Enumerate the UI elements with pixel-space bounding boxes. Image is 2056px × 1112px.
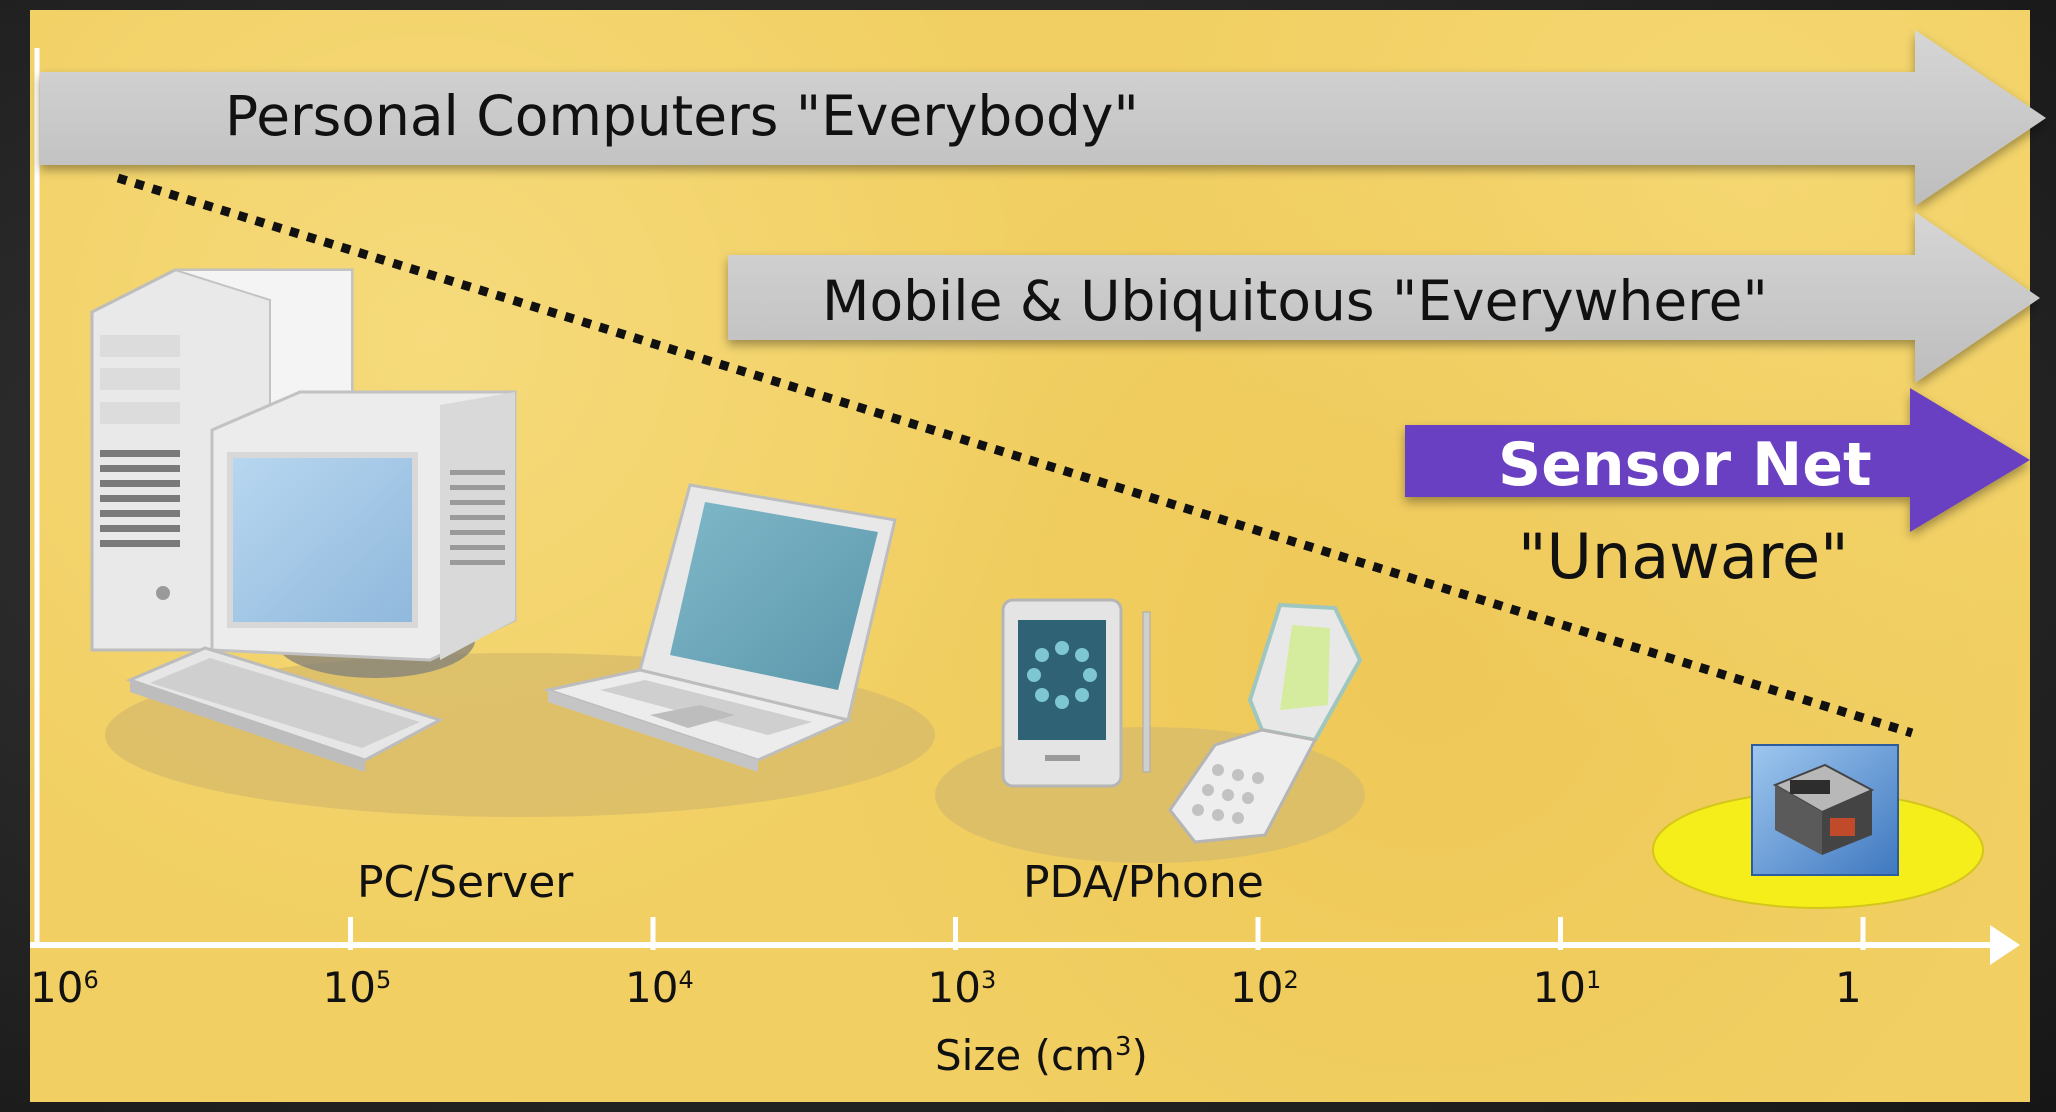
axis-arrowhead <box>1990 925 2020 965</box>
trend-dotted-line <box>116 173 1914 738</box>
axis-tick-label: 106 <box>30 963 99 1012</box>
desktop-computer-icon <box>90 268 517 772</box>
pda-phone-label: PDA/Phone <box>1023 857 1264 908</box>
pc-server-label: PC/Server <box>357 857 574 908</box>
laptop-icon <box>542 483 897 772</box>
sensor-net-label: Sensor Net <box>1498 430 1872 500</box>
unaware-label: "Unaware" <box>1518 520 1849 593</box>
diagram-panel <box>30 10 2030 1102</box>
sensor-net-arrow <box>1405 388 2030 532</box>
mobile-ubiquitous-arrow <box>728 212 2040 383</box>
personal-computers-label: Personal Computers "Everybody" <box>225 84 1139 148</box>
flip-phone-icon <box>1168 602 1363 844</box>
mobile-ubiquitous-label: Mobile & Ubiquitous "Everywhere" <box>822 269 1768 333</box>
axis-tick-label: 1 <box>1835 963 1862 1012</box>
axis-title: Size (cm3) <box>935 1031 1148 1080</box>
axis-tick-label: 105 <box>323 963 392 1012</box>
sensor-mote-icon <box>1751 744 1899 876</box>
axis-tick-label: 102 <box>1230 963 1299 1012</box>
pda-icon <box>1001 598 1151 788</box>
personal-computers-arrow <box>40 30 2046 206</box>
size-axis: 106 105 104 103 102 101 1 <box>30 917 2020 1012</box>
axis-tick-label: 101 <box>1533 963 1602 1012</box>
axis-tick-label: 103 <box>928 963 997 1012</box>
axis-tick-label: 104 <box>625 963 694 1012</box>
